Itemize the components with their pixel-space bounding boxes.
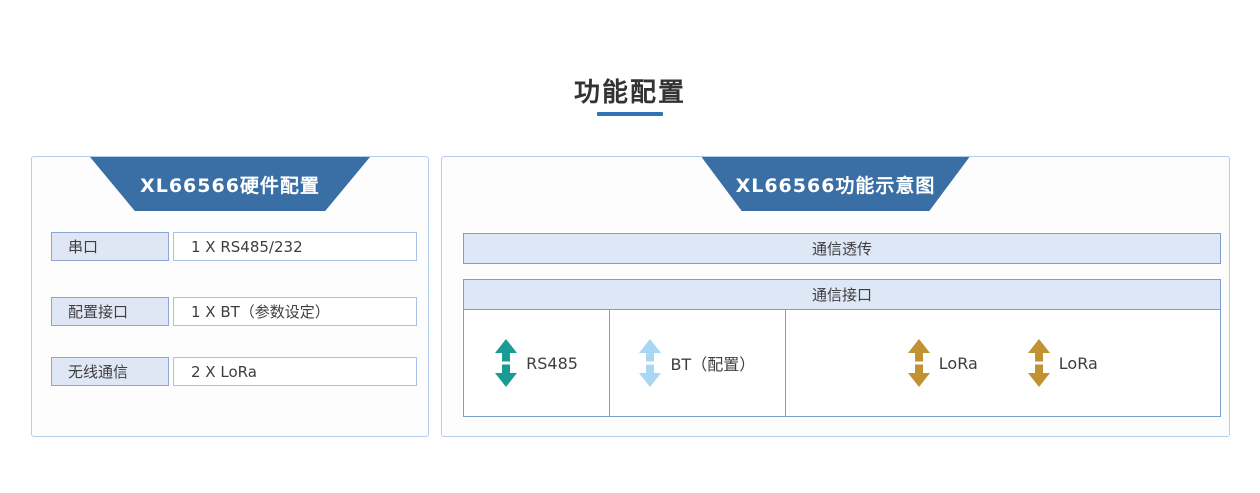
interface-cell-bt: BT（配置）: [609, 310, 784, 416]
function-diagram-panel: XL66566功能示意图 通信透传 通信接口 RS485: [441, 156, 1230, 437]
hardware-row-value: 1 X BT（参数设定）: [173, 297, 417, 326]
interface-label: LoRa: [938, 353, 978, 373]
communication-interface-label: 通信接口: [811, 286, 872, 304]
up-down-arrow-icon: [1027, 339, 1050, 387]
hardware-row-value: 2 X LoRa: [173, 357, 417, 386]
interface-label: BT（配置）: [670, 355, 756, 374]
hardware-row-value: 1 X RS485/232: [173, 232, 417, 261]
hardware-row-serial: 串口 1 X RS485/232: [51, 232, 417, 261]
title-underline: [597, 112, 663, 116]
interface-cell-rs485: RS485: [464, 310, 609, 416]
interface-label: LoRa: [1058, 353, 1098, 373]
page-title: 功能配置: [573, 78, 686, 108]
up-down-arrow-icon: [495, 339, 518, 387]
interface-cell-lora: LoRa LoRa: [784, 310, 1220, 416]
communication-interface-table: 通信接口 RS485: [463, 279, 1221, 417]
transparent-transmission-bar: 通信透传: [463, 233, 1221, 264]
hardware-panel-title: XL66566硬件配置: [140, 174, 320, 197]
communication-interface-header: 通信接口: [464, 280, 1220, 310]
rs485-arrow-group: RS485: [495, 339, 578, 387]
bt-arrow-group: BT（配置）: [639, 339, 755, 387]
hardware-config-panel: XL66566硬件配置 串口 1 X RS485/232 配置接口 1 X BT…: [31, 156, 429, 437]
up-down-arrow-icon: [639, 339, 662, 387]
transparent-transmission-label: 通信透传: [811, 240, 872, 258]
hardware-row-label: 配置接口: [51, 297, 169, 326]
hardware-row-config-interface: 配置接口 1 X BT（参数设定）: [51, 297, 417, 326]
hardware-panel-header: XL66566硬件配置: [90, 157, 370, 211]
interface-cells: RS485 BT（配置）: [464, 310, 1220, 416]
up-down-arrow-icon: [907, 339, 930, 387]
hardware-row-wireless: 无线通信 2 X LoRa: [51, 357, 417, 386]
lora-arrow-group-2: LoRa: [1027, 339, 1098, 387]
function-panel-title: XL66566功能示意图: [735, 174, 936, 197]
hardware-row-label: 无线通信: [51, 357, 169, 386]
lora-arrow-group-1: LoRa: [907, 339, 978, 387]
interface-label: RS485: [526, 353, 578, 373]
function-panel-header: XL66566功能示意图: [701, 157, 970, 211]
hardware-row-label: 串口: [51, 232, 169, 261]
